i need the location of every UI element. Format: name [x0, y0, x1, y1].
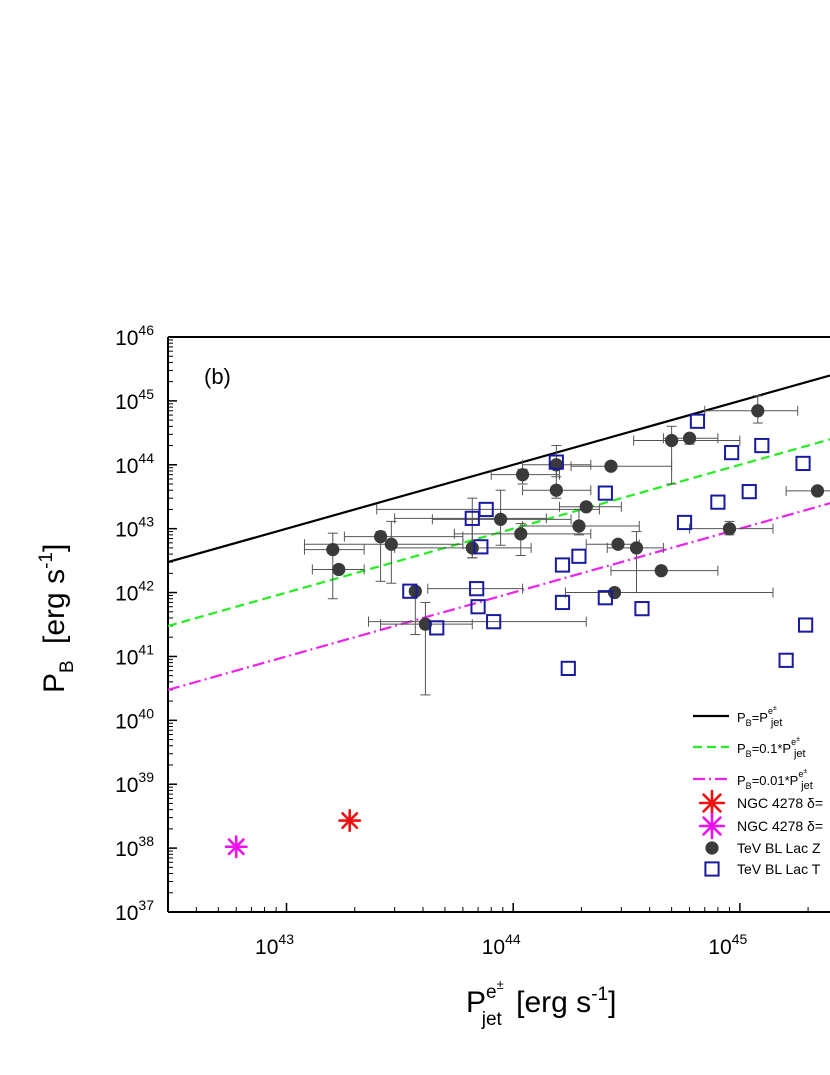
y-tick-label: 1042: [115, 578, 154, 606]
data-point-circle: [408, 584, 422, 598]
legend-marker: [705, 841, 719, 855]
data-point-square: [571, 548, 587, 564]
y-tick-label: 1039: [115, 769, 154, 797]
data-point-square: [795, 455, 811, 472]
data-point-circle: [579, 500, 593, 514]
legend-entry: NGC 4278 δ=: [737, 818, 823, 834]
data-point-square: [486, 614, 502, 630]
data-point-circle: [373, 530, 388, 544]
data-point-circle: [682, 431, 697, 445]
data-point-square: [469, 581, 485, 597]
data-point-circle: [332, 562, 346, 577]
data-point-square: [478, 501, 494, 518]
legend: PB=Pe±jetPB=0.1*Pe±jetPB=0.01*Pe±jetNGC …: [693, 705, 823, 877]
data-point-square: [464, 510, 480, 526]
data-point-square: [554, 557, 571, 573]
data-point-circle: [629, 541, 644, 555]
y-tick-label: 1046: [115, 322, 154, 350]
data-point-square: [797, 617, 814, 633]
data-point-square: [597, 590, 613, 606]
data-point-circle: [572, 519, 586, 533]
data-point-circle: [722, 522, 737, 536]
data-point-circle: [326, 543, 340, 557]
data-point-square: [676, 514, 693, 531]
legend-entry: PB=0.01*Pe±jet: [737, 768, 813, 792]
data-point-circle: [810, 484, 825, 498]
data-point-square: [634, 601, 650, 617]
data-point-square: [429, 620, 445, 636]
legend-entry: PB=Pe±jet: [737, 705, 782, 729]
y-tick-label: 1037: [115, 897, 154, 925]
data-point-circle: [607, 585, 622, 600]
y-axis-label: PB [erg s-1]: [36, 544, 78, 693]
asterisk-stroke: [227, 838, 245, 856]
reference-line: [168, 438, 830, 628]
data-point-square: [741, 484, 757, 500]
data-point-circle: [665, 433, 679, 448]
data-point-circle: [418, 617, 433, 631]
legend-marker: [698, 812, 726, 840]
data-point-square: [754, 437, 770, 454]
data-point-circle: [494, 512, 508, 526]
data-point-star: [338, 809, 362, 833]
asterisk-stroke: [702, 816, 722, 836]
y-tick-label: 1040: [115, 705, 154, 733]
data-point-circle: [549, 483, 563, 497]
legend-entry: TeV BL Lac T: [737, 861, 821, 877]
y-tick-label: 1045: [115, 386, 154, 414]
legend-marker: [698, 789, 726, 817]
y-axis: 1037 1038 1039 1040 1041 1042 1043 1044 1045 1046: [115, 322, 177, 925]
y-tick-label: 1044: [115, 450, 154, 478]
x-axis-title: Pe±jet [erg s-1]: [466, 977, 616, 1030]
data-point-circle: [611, 537, 625, 551]
data-point-square: [560, 660, 576, 676]
y-tick-label: 1038: [115, 833, 154, 861]
data-point-square: [473, 539, 489, 555]
y-tick-label: 1043: [115, 514, 154, 542]
x-axis: 1043 1044 1045: [195, 903, 809, 959]
x-tick-label: 1043: [255, 931, 294, 959]
legend-marker: [704, 861, 720, 877]
y-tick-label: 1041: [115, 641, 154, 669]
data-point-star: [224, 835, 248, 859]
data-point-circle: [604, 459, 618, 473]
panel-label: (b): [204, 364, 231, 389]
asterisk-stroke: [341, 812, 359, 830]
x-tick-label: 1045: [708, 931, 747, 959]
plot-frame: [167, 336, 830, 913]
x-axis-label: Pe±jet [erg s-1]: [466, 977, 616, 1030]
data-point-circle: [751, 404, 765, 418]
y-axis-title: PB [erg s-1]: [36, 544, 78, 693]
data-point-square: [597, 485, 613, 501]
data-point-square: [554, 594, 571, 611]
data-point-square: [724, 445, 740, 461]
legend-entry: NGC 4278 δ=: [737, 795, 823, 811]
data-point-square: [548, 454, 564, 470]
data-point-square: [689, 413, 706, 429]
data-point-square: [470, 599, 486, 615]
asterisk-stroke: [702, 793, 722, 813]
data-point-circle: [515, 468, 530, 482]
legend-entry: PB=0.1*Pe±jet: [737, 736, 806, 760]
data-point-circle: [465, 541, 479, 555]
x-tick-label: 1044: [482, 931, 521, 959]
error-bars: [303, 395, 830, 696]
data-point-circle: [654, 564, 668, 578]
data-point-square: [710, 494, 726, 510]
reference-line: [168, 374, 830, 564]
data-markers: [224, 404, 825, 859]
data-point-square: [778, 652, 794, 668]
data-point-circle: [514, 527, 528, 541]
legend-entry: TeV BL Lac Z: [737, 840, 821, 856]
data-point-circle: [384, 537, 398, 551]
data-point-square: [402, 583, 418, 599]
